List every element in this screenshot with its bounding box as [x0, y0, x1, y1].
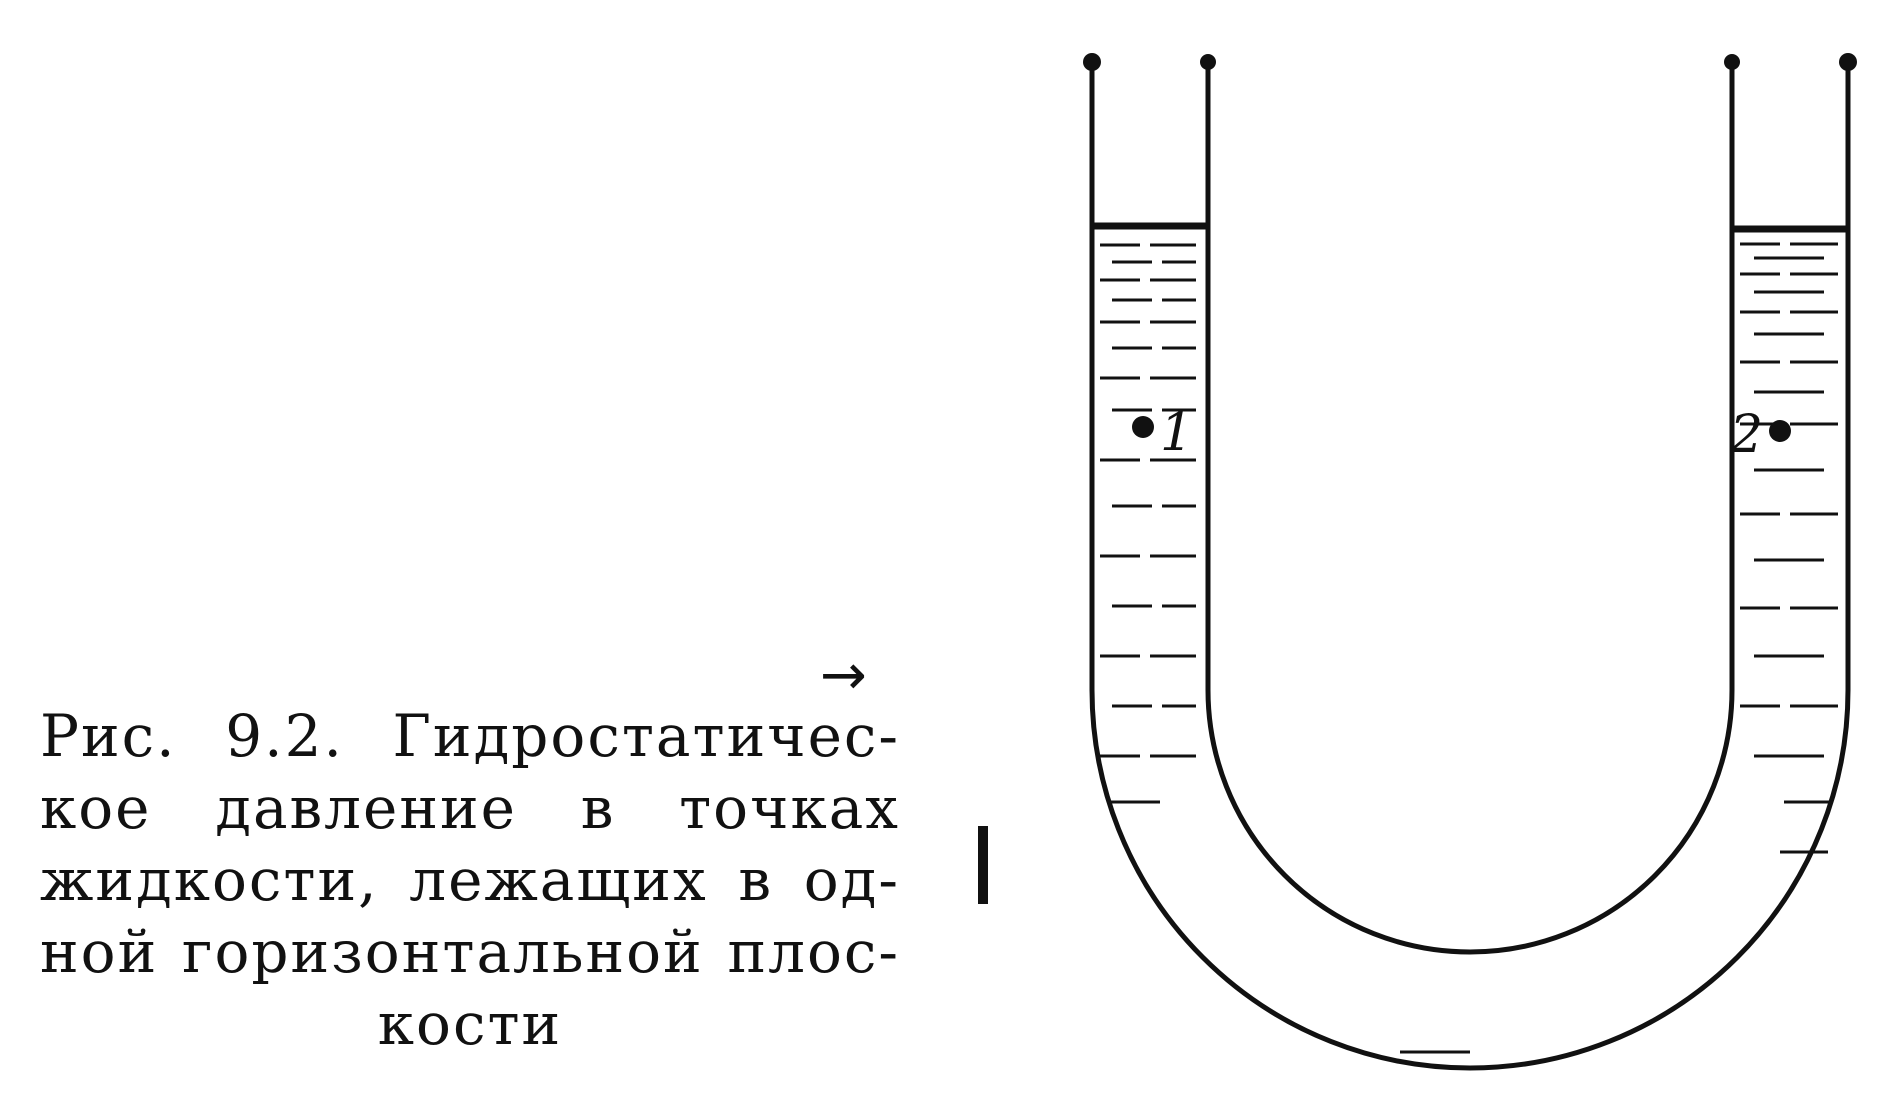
u-tube: [1089, 57, 1851, 1071]
point-2-label: 2: [1729, 405, 1763, 465]
point-2-marker: [1769, 420, 1791, 442]
scan-mark: [978, 826, 988, 904]
liquid-hatching: [1100, 242, 1838, 1054]
figure-caption: Рис. 9.2. Гидростатичес- кое давление в …: [40, 700, 900, 1060]
point-1-marker: [1132, 416, 1154, 438]
caption-line-1: Рис. 9.2. Гидростатичес-: [40, 702, 900, 770]
caption-line-4: ной горизонтальной плос-: [40, 918, 900, 986]
liquid-surfaces: [1094, 222, 1846, 233]
point-1-label: 1: [1160, 403, 1193, 463]
caption-line-2: кое давление в точках: [40, 774, 900, 842]
inner-wall: [1205, 57, 1735, 955]
vector-arrow-symbol: →: [820, 643, 867, 708]
outer-wall: [1089, 57, 1851, 1071]
caption-line-3: жидкости, лежащих в од-: [40, 846, 900, 914]
caption-line-5: кости: [377, 990, 563, 1058]
tube-rims: [1083, 53, 1857, 71]
